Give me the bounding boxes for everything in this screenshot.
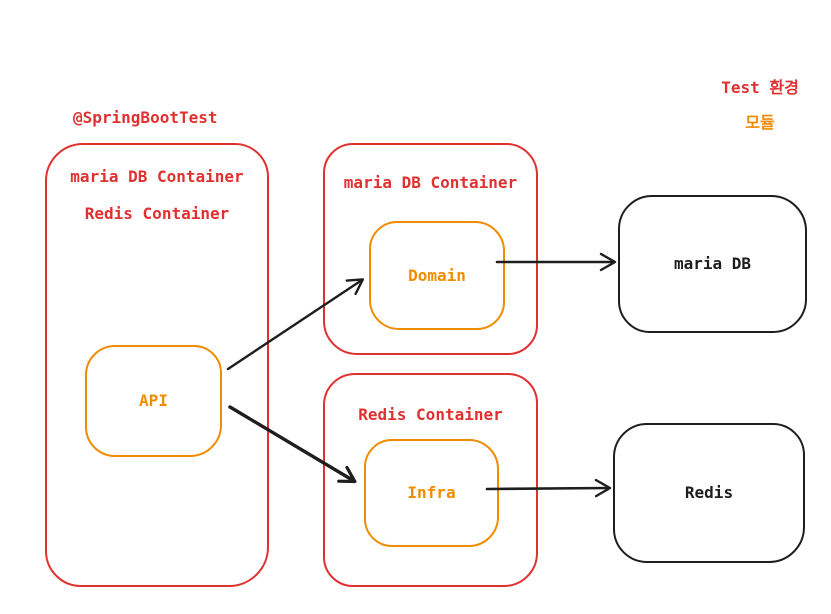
spring-boot-test-annotation: @SpringBootTest xyxy=(73,108,218,127)
redis-node-box: Redis xyxy=(613,423,805,563)
maria-db-container-box: maria DB Container Domain xyxy=(323,143,538,355)
infra-node-box: Infra xyxy=(364,439,499,547)
redis-node-label: Redis xyxy=(684,483,734,503)
redis-container-title: Redis Container xyxy=(358,405,503,424)
infra-node-label: Infra xyxy=(407,483,456,503)
module-annotation: 모듈 xyxy=(745,113,775,132)
redis-container-box: Redis Container Infra xyxy=(323,373,538,587)
test-env-annotation: Test 환경 xyxy=(721,78,799,97)
api-node-box: API xyxy=(85,345,222,457)
maria-db-node-label: maria DB xyxy=(673,254,752,274)
left-container-line1: maria DB Container xyxy=(70,167,244,186)
domain-node-label: Domain xyxy=(408,265,466,285)
maria-db-container-title: maria DB Container xyxy=(343,173,518,192)
api-node-label: API xyxy=(139,391,168,411)
domain-node-box: Domain xyxy=(369,221,505,330)
maria-db-node-box: maria DB xyxy=(618,195,807,333)
left-container-line2: Redis Container xyxy=(84,204,230,223)
